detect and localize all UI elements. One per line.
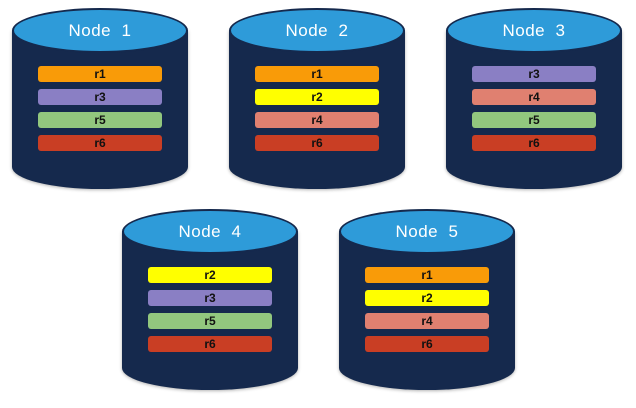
replica-bar[interactable]: r6 — [365, 336, 489, 352]
replica-list: r3 r4 r5 r6 — [472, 66, 596, 151]
node-cylinder-2[interactable]: Node 2 r1 r2 r4 r6 — [229, 8, 405, 189]
node-cylinder-5[interactable]: Node 5 r1 r2 r4 r6 — [339, 209, 515, 390]
replica-bar[interactable]: r4 — [255, 112, 379, 128]
replica-bar[interactable]: r5 — [472, 112, 596, 128]
replica-list: r2 r3 r5 r6 — [148, 267, 272, 352]
replica-bar[interactable]: r6 — [472, 135, 596, 151]
cylinder-top-ellipse — [339, 209, 515, 254]
replica-bar[interactable]: r4 — [472, 89, 596, 105]
replica-list: r1 r3 r5 r6 — [38, 66, 162, 151]
replica-bar[interactable]: r5 — [38, 112, 162, 128]
node-cylinder-4[interactable]: Node 4 r2 r3 r5 r6 — [122, 209, 298, 390]
replica-bar[interactable]: r6 — [38, 135, 162, 151]
replica-bar[interactable]: r1 — [255, 66, 379, 82]
cylinder-top-ellipse — [122, 209, 298, 254]
replica-bar[interactable]: r5 — [148, 313, 272, 329]
node-cylinder-1[interactable]: Node 1 r1 r3 r5 r6 — [12, 8, 188, 189]
node-label: Node 1 — [68, 20, 132, 40]
node-cylinder-3[interactable]: Node 3 r3 r4 r5 r6 — [446, 8, 622, 189]
replica-bar[interactable]: r1 — [38, 66, 162, 82]
replica-bar[interactable]: r2 — [255, 89, 379, 105]
replica-bar[interactable]: r1 — [365, 267, 489, 283]
replica-bar[interactable]: r3 — [38, 89, 162, 105]
cylinder-top-ellipse — [446, 8, 622, 53]
replica-bar[interactable]: r2 — [148, 267, 272, 283]
replica-bar[interactable]: r6 — [148, 336, 272, 352]
node-label: Node 2 — [285, 20, 349, 40]
replica-bar[interactable]: r6 — [255, 135, 379, 151]
replica-bar[interactable]: r4 — [365, 313, 489, 329]
cylinder-top-ellipse — [12, 8, 188, 53]
replica-bar[interactable]: r3 — [472, 66, 596, 82]
cylinder-top-ellipse — [229, 8, 405, 53]
replica-list: r1 r2 r4 r6 — [255, 66, 379, 151]
replica-bar[interactable]: r3 — [148, 290, 272, 306]
replica-list: r1 r2 r4 r6 — [365, 267, 489, 352]
node-label: Node 4 — [178, 221, 242, 241]
node-label: Node 5 — [395, 221, 459, 241]
replica-bar[interactable]: r2 — [365, 290, 489, 306]
node-label: Node 3 — [502, 20, 566, 40]
